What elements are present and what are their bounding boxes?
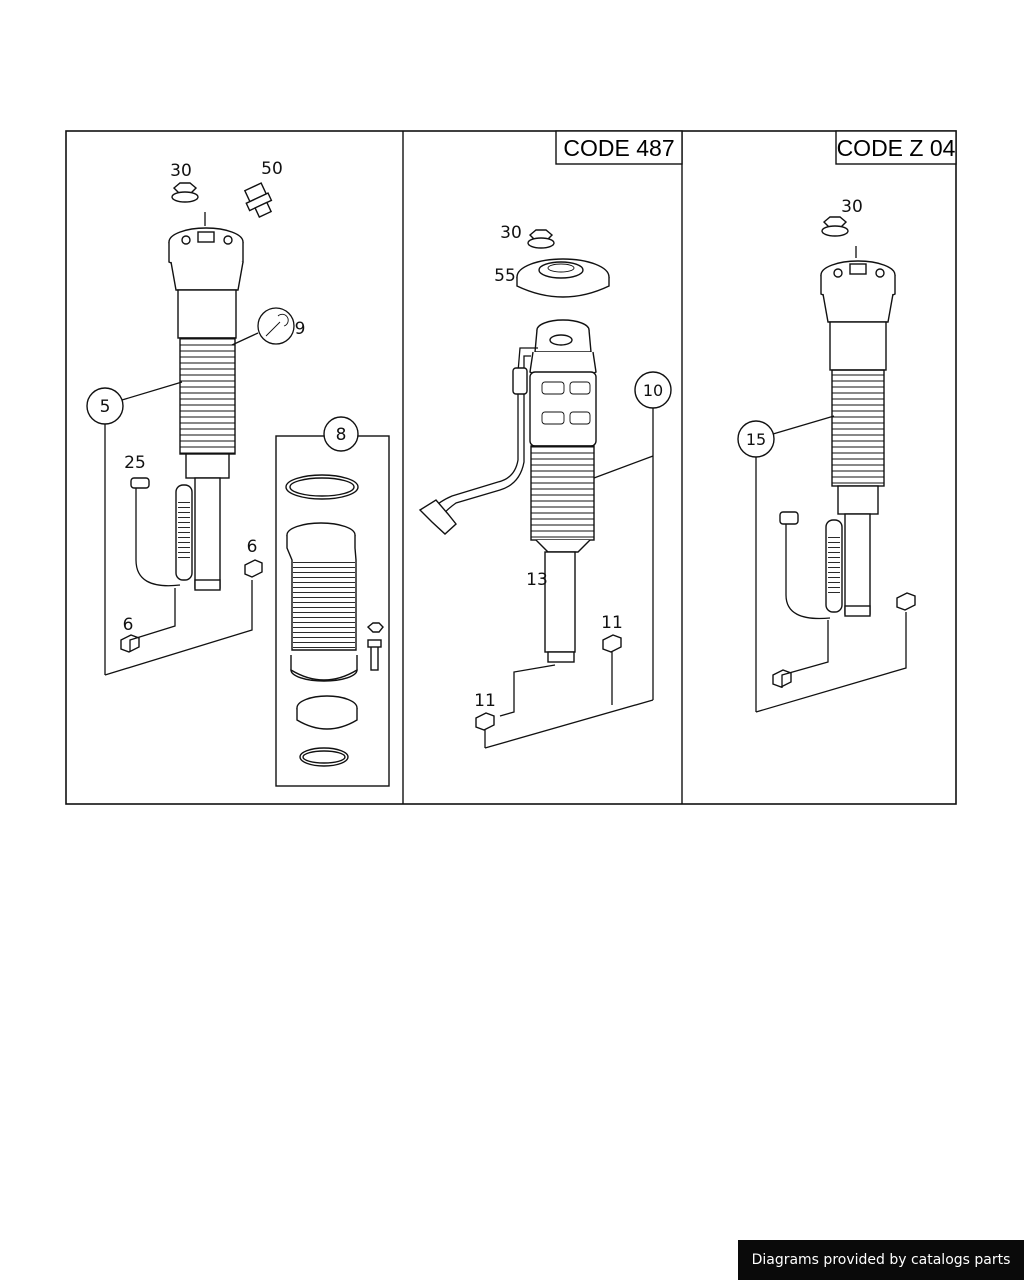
bushing-part-2 (475, 634, 622, 731)
damper-strut-part (418, 319, 597, 663)
diagram-frame (65, 130, 957, 805)
code-label-487: CODE 487 (563, 135, 674, 161)
code-box-z04: CODE Z 04 (835, 130, 957, 165)
air-strut-part (130, 212, 244, 591)
callout-8: 8 (336, 425, 347, 445)
callout-6-right: 6 (247, 537, 258, 557)
panel-2: 30 55 10 (418, 223, 672, 749)
wrench-icon (257, 307, 295, 345)
callout-circle-8 (323, 416, 359, 452)
nut-part (171, 182, 199, 203)
repair-kit-parts (285, 474, 384, 767)
callout-11-left: 11 (474, 691, 496, 711)
bushing-part-3 (772, 592, 916, 688)
callout-11-right: 11 (601, 613, 623, 633)
callout-9: 9 (295, 319, 306, 339)
panel-3: 30 15 (737, 197, 916, 713)
callout-5: 5 (100, 397, 111, 417)
air-strut-part-3 (779, 246, 896, 620)
mount-plate-part (516, 258, 610, 298)
nut-part-3 (821, 216, 849, 237)
callout-55: 55 (494, 266, 516, 286)
nut-part-2 (527, 229, 555, 249)
callout-30: 30 (170, 161, 192, 181)
callout-15: 15 (746, 430, 766, 449)
footer-credit: Diagrams provided by catalogs parts (738, 1240, 1024, 1280)
callout-25: 25 (124, 453, 146, 473)
callout-50: 50 (261, 159, 283, 179)
callout-30-p2: 30 (500, 223, 522, 243)
panel-1: 30 50 (86, 159, 390, 787)
callout-10: 10 (643, 381, 663, 400)
callout-6-left: 6 (123, 615, 134, 635)
valve-part (243, 182, 273, 218)
code-label-z04: CODE Z 04 (837, 135, 956, 161)
callout-13: 13 (526, 570, 548, 590)
callout-30-p3: 30 (841, 197, 863, 217)
code-box-487: CODE 487 (555, 130, 683, 165)
